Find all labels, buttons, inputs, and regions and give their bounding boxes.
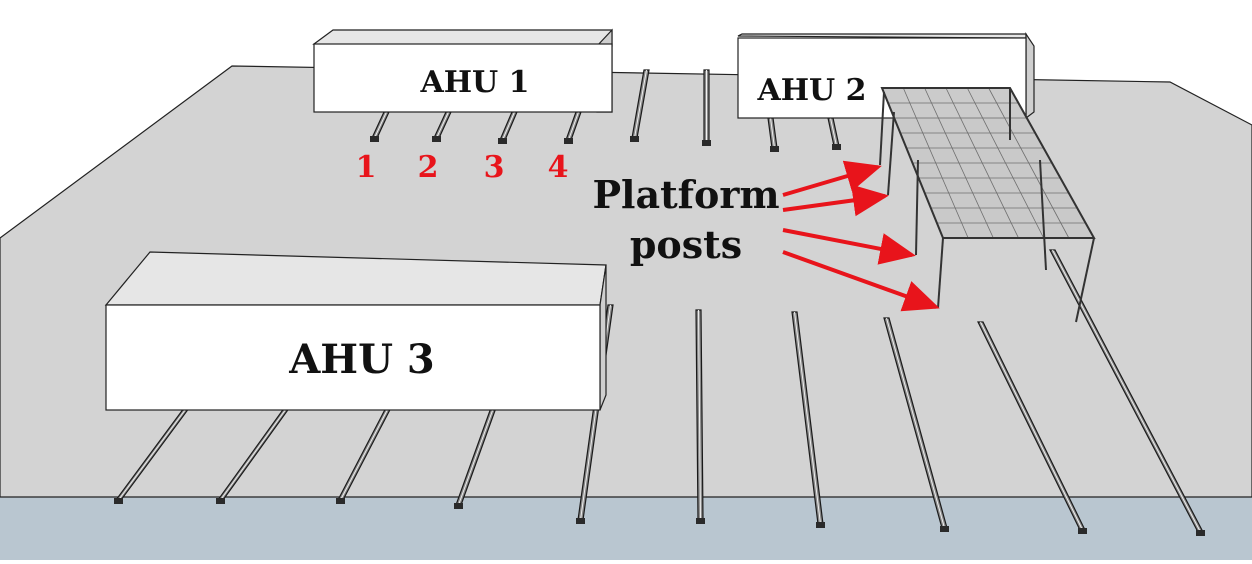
rail-mid-a [630, 69, 650, 142]
rail-front-10 [1049, 249, 1205, 536]
platform-post-3 [915, 159, 919, 256]
ahu-3-label: AHU 3 [288, 336, 434, 383]
ahu-1-unit: AHU 1 [312, 28, 613, 113]
rail-number-3: 3 [484, 150, 505, 185]
arrow-post-2 [782, 184, 889, 217]
platform-posts-label-line2: posts [630, 222, 742, 267]
ahu-2-label: AHU 2 [756, 73, 866, 108]
support-rails [114, 69, 1205, 536]
platform-posts-label-line1: Platform [592, 172, 779, 217]
rail-front-8 [883, 317, 949, 532]
arrow-post-3 [782, 228, 916, 265]
rail-mid-b [702, 69, 711, 146]
platform-post-2 [887, 111, 895, 196]
arrow-post-4 [782, 250, 940, 312]
rail-number-4: 4 [548, 150, 569, 185]
rail-front-9 [977, 321, 1087, 534]
rail-number-2: 2 [418, 150, 439, 185]
platform-structure [879, 87, 1096, 323]
rail-front-7 [791, 311, 825, 528]
platform-post-6 [1039, 159, 1047, 271]
rail-front-6 [695, 309, 705, 524]
platform-post-1 [879, 91, 885, 166]
ground-strip [0, 497, 1252, 560]
rail-number-1: 1 [356, 150, 377, 185]
platform-post-7 [1075, 237, 1095, 323]
annotation-arrows [782, 160, 940, 312]
ahu-3-unit: AHU 3 [104, 251, 607, 411]
arrow-post-1 [782, 160, 882, 197]
ahu-1-label: AHU 1 [419, 65, 529, 100]
